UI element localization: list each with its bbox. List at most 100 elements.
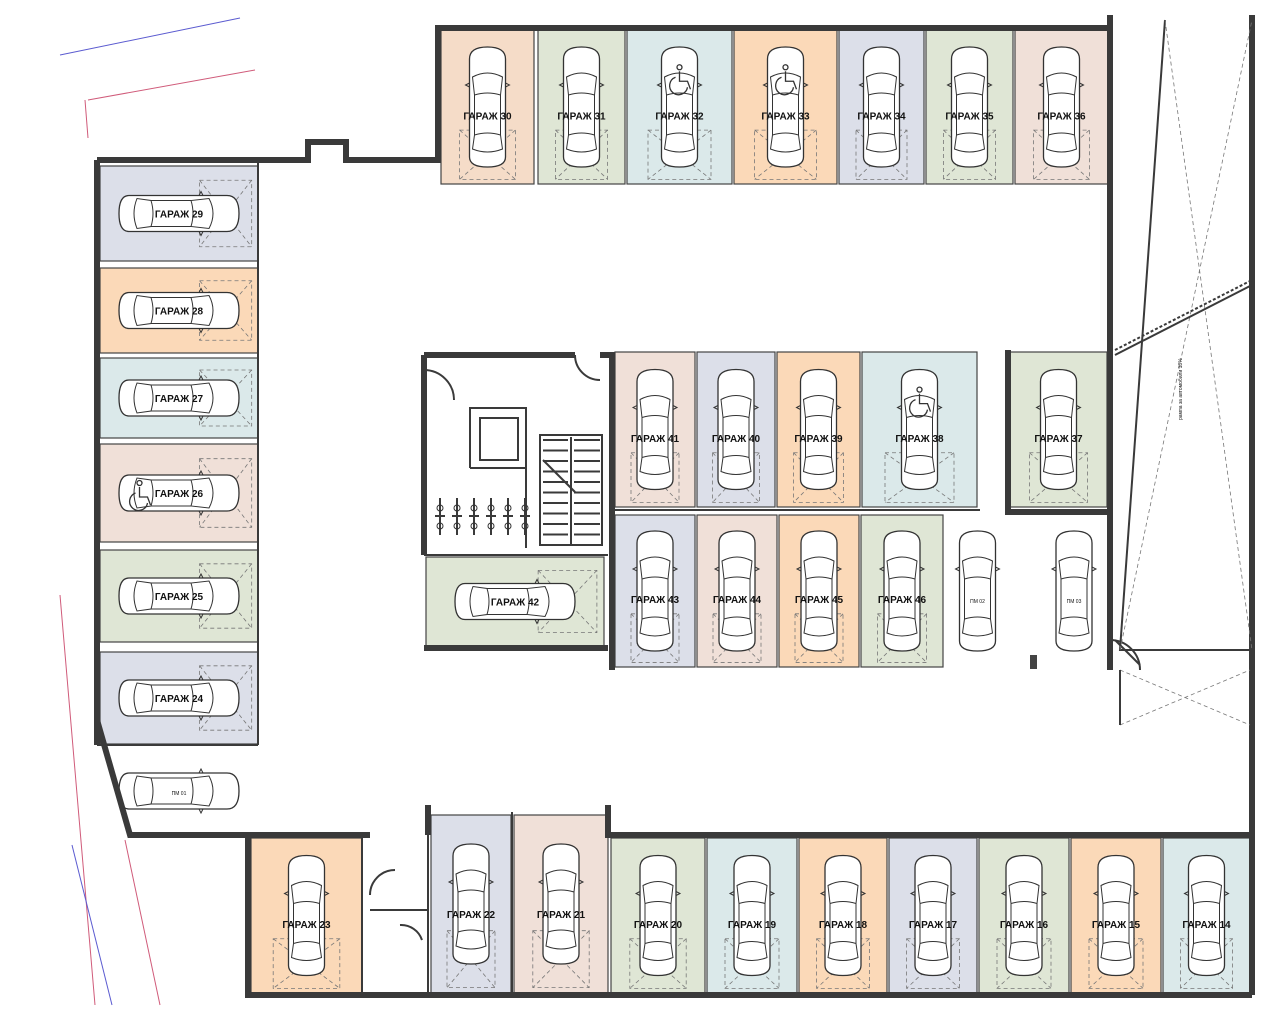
bay-label: ГАРАЖ 26	[155, 489, 204, 500]
bicycle-icon	[503, 498, 513, 535]
car-icon	[795, 368, 842, 491]
bay-guide	[943, 129, 997, 180]
bay-guide	[1180, 938, 1234, 989]
ramp-note: рампа за автомобили 18%	[1178, 358, 1184, 420]
bay-label: ГАРАЖ 21	[537, 910, 586, 921]
bay-guide	[199, 458, 253, 528]
bay-label: ГАРАЖ 24	[155, 694, 204, 705]
structural-walls	[94, 15, 1255, 998]
parking-bay-g31: ГАРАЖ 31	[537, 29, 626, 185]
bay-label: ГАРАЖ 31	[557, 111, 606, 122]
bay-label: ГАРАЖ 18	[819, 920, 868, 931]
car-icon	[1038, 46, 1085, 168]
car-icon	[796, 530, 842, 652]
bay-guide	[272, 938, 341, 989]
parking-bay-g20: ГАРАЖ 20	[610, 837, 706, 994]
bay-guide-diag	[754, 129, 817, 180]
bay-label: ГАРАЖ 17	[909, 920, 958, 931]
bay-guide	[816, 938, 870, 989]
parking-bay-g14: ГАРАЖ 14	[1162, 837, 1251, 994]
bicycle-icon	[435, 498, 445, 535]
bicycle-icon	[486, 498, 496, 535]
site-line	[124, 839, 161, 1006]
parking-bay-g15: ГАРАЖ 15	[1070, 837, 1162, 994]
parking-bay-g40: ГАРАЖ 40	[696, 351, 776, 508]
parking-bay-g27: ГАРАЖ 27	[99, 357, 259, 439]
parking-bay-g35: ГАРАЖ 35	[925, 29, 1014, 185]
site-line	[59, 594, 96, 1006]
bay-guide-diag	[532, 930, 590, 988]
bay-guide-diag	[630, 452, 680, 503]
car-icon	[558, 46, 605, 168]
bay-guide	[724, 938, 780, 989]
bay-label: ПМ 01	[172, 791, 187, 797]
bay-guide	[459, 129, 516, 180]
parking-bay-g23: ГАРАЖ 23	[250, 837, 363, 994]
bay-guide	[906, 938, 960, 989]
bay-label: ГАРАЖ 16	[1000, 920, 1049, 931]
bay-guide-diag	[532, 930, 590, 988]
bay-label: ГАРАЖ 33	[761, 111, 810, 122]
parking-bay-g29: ГАРАЖ 29	[99, 165, 259, 262]
bay-label: ПМ 03	[1067, 599, 1082, 605]
bay-label: ГАРАЖ 36	[1037, 111, 1086, 122]
site-boundary-lines	[59, 17, 256, 1006]
parking-bay-g30: ГАРАЖ 30	[440, 29, 535, 185]
vehicle-ramp: рампа за автомобили 18%	[1114, 19, 1253, 726]
bay-label: ГАРАЖ 38	[895, 434, 944, 445]
parking-bay-g45: ГАРАЖ 45	[778, 514, 860, 668]
bay-label: ГАРАЖ 41	[631, 434, 680, 445]
parking-bay-g16: ГАРАЖ 16	[978, 837, 1070, 994]
bay-guide	[199, 563, 253, 629]
bay-guide	[855, 129, 908, 180]
car-icon	[283, 854, 330, 977]
car-icon	[858, 46, 905, 168]
parking-bay-g26: ГАРАЖ 26	[99, 443, 259, 543]
bay-guide	[199, 665, 253, 731]
car-icon	[1001, 854, 1047, 977]
bicycle-icon	[520, 498, 530, 535]
bay-guide	[1088, 938, 1144, 989]
bay-label: ГАРАЖ 44	[713, 595, 762, 606]
parking-bay-g46: ГАРАЖ 46	[860, 514, 944, 668]
parking-bay-g39: ГАРАЖ 39	[776, 351, 861, 508]
car-icon	[632, 530, 678, 652]
bay-label: ГАРАЖ 46	[878, 595, 927, 606]
parking-bay-g21: ГАРАЖ 21	[513, 814, 609, 994]
bay-label: ГАРАЖ 34	[857, 111, 906, 122]
bay-label: ГАРАЖ 39	[794, 434, 843, 445]
parking-bay-g34: ГАРАЖ 34	[838, 29, 925, 185]
bay-guide-diag	[712, 452, 760, 503]
stair-arrow	[542, 459, 576, 493]
bay-guide-diag	[199, 280, 252, 341]
parking-bay-g28: ГАРАЖ 28	[99, 267, 259, 354]
car-icon	[1051, 530, 1097, 652]
car-icon	[946, 46, 993, 168]
parking-bay-g25: ГАРАЖ 25	[99, 549, 259, 643]
parking-bay-g44: ГАРАЖ 44	[696, 514, 778, 668]
car-icon	[820, 854, 866, 977]
bay-label: ГАРАЖ 22	[447, 910, 496, 921]
bay-label: ГАРАЖ 30	[463, 111, 512, 122]
bay-label: ГАРАЖ 29	[155, 210, 204, 221]
parking-bay-g38: ГАРАЖ 38	[861, 351, 978, 508]
bay-guide	[199, 369, 253, 427]
bay-label: ГАРАЖ 28	[155, 307, 204, 318]
car-icon	[910, 854, 956, 977]
bay-label: ГАРАЖ 40	[712, 434, 761, 445]
bay-guide-diag	[630, 613, 680, 663]
car-icon	[538, 843, 584, 965]
car-icon	[635, 854, 681, 977]
car-icon	[464, 46, 511, 168]
bay-label: ГАРАЖ 45	[795, 595, 844, 606]
bay-guide-diag	[647, 129, 712, 180]
bay-label: ГАРАЖ 15	[1092, 920, 1141, 931]
bay-label: ГАРАЖ 25	[155, 592, 204, 603]
bay-guide-diag	[199, 280, 252, 341]
bay-guide-diag	[630, 452, 680, 503]
site-line	[84, 99, 89, 139]
bicycle-rack	[435, 498, 530, 535]
car-icon	[714, 530, 760, 652]
parking-bay-g33: ГАРАЖ 33	[733, 29, 838, 185]
